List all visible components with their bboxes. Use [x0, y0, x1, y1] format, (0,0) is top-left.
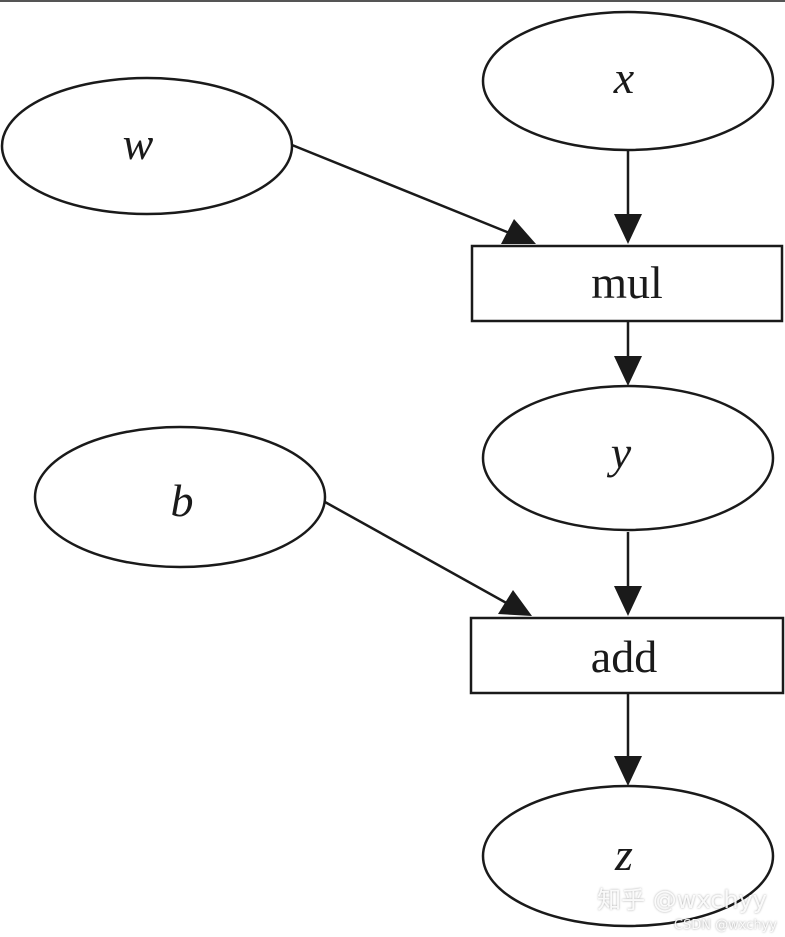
node-add-shape [469, 616, 785, 695]
node-x-shape [481, 10, 775, 152]
node-mul-label: mul [591, 257, 663, 308]
arrowhead-x-to-mul [614, 214, 642, 244]
node-y: y [481, 384, 775, 532]
arrowhead-w-to-mul [501, 219, 536, 244]
node-y-label: y [607, 427, 632, 478]
node-add: add [469, 616, 785, 695]
node-w-shape [0, 76, 294, 216]
watermark-text: 知乎 @wxchyy [597, 886, 767, 914]
node-b-label: b [171, 475, 194, 526]
node-mul: mul [470, 244, 784, 323]
node-mul-shape [470, 244, 784, 323]
edge-w-to-mul [291, 143, 513, 236]
node-b-shape [33, 425, 327, 569]
arrowhead-add-to-z [614, 756, 642, 786]
arrowhead-y-to-add [614, 586, 642, 616]
node-y-shape [481, 384, 775, 532]
node-x: x [481, 10, 775, 152]
node-x-label: x [613, 52, 635, 103]
node-z-label: z [614, 829, 633, 880]
arrowhead-mul-to-y [614, 356, 642, 386]
top-border-line [0, 0, 785, 2]
node-add-label: add [591, 631, 657, 682]
node-b: b [33, 425, 327, 569]
edge-b-to-add [324, 500, 511, 607]
node-w-label: w [123, 118, 154, 169]
watermark-subtext: CSDN @wxchyy [673, 918, 777, 933]
arrowhead-b-to-add [498, 590, 532, 616]
node-z: z [481, 784, 775, 928]
node-w: w [0, 76, 294, 216]
node-z-shape [481, 784, 775, 928]
